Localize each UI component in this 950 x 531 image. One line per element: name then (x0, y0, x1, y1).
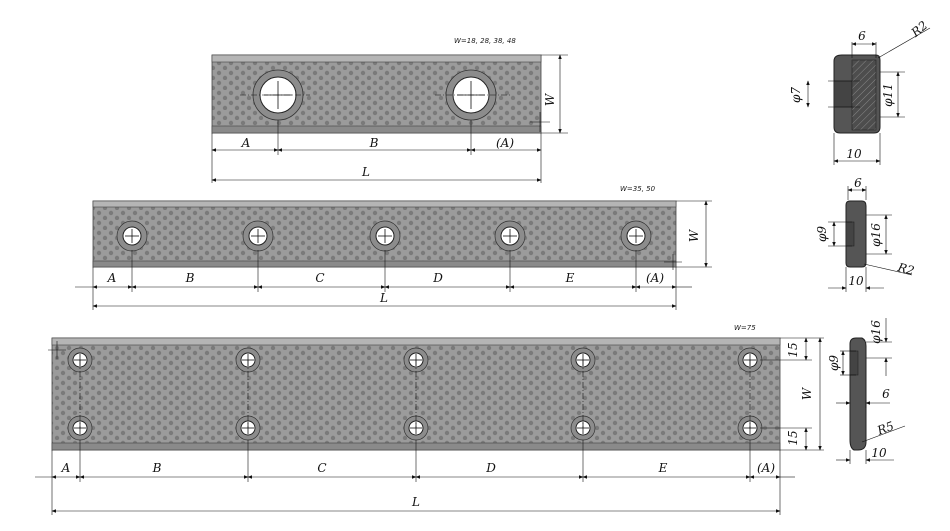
plate-2-dim-d: D (432, 271, 443, 285)
plate-3-dim-d: D (485, 461, 496, 475)
plate-2-dim-l: L (379, 291, 388, 305)
plate-3-dim-15-bottom: 15 (786, 430, 800, 445)
plate-1-width-note: W=18, 28, 38, 48 (454, 37, 516, 45)
cross-section-1: φ7 φ11 6 R2 10 (789, 18, 930, 165)
section-1-hole: φ7 (789, 87, 803, 103)
section-3-outer: φ16 (869, 320, 883, 344)
section-3-width: 6 (882, 387, 890, 401)
plate-3-dim-15-top: 15 (786, 342, 800, 357)
section-3-radius: R5 (874, 419, 895, 438)
section-2-width: 6 (854, 176, 862, 190)
plate-3-dim-b: B (152, 461, 162, 475)
section-1-radius: R2 (908, 18, 931, 40)
plate-2-dim-e: E (565, 271, 575, 285)
section-2-hole: φ9 (815, 226, 829, 242)
plate-2: A B C D E (A) L W W=35, 50 (75, 185, 712, 310)
plate-3-dim-c: C (317, 461, 326, 475)
plate-1-dim-b: B (369, 136, 379, 150)
plate-3: A B C D E (A) L 15 15 W W=75 (35, 324, 824, 515)
section-1-depth: 10 (846, 147, 862, 161)
plate-1-dim-l: L (361, 165, 370, 179)
section-3-depth: 10 (871, 446, 887, 460)
section-1-width: 6 (858, 29, 866, 43)
cross-section-2: φ9 φ16 6 R2 10 (815, 176, 916, 292)
plate-1-dim-a-ref: (A) (496, 136, 514, 150)
section-2-outer: φ16 (869, 223, 883, 247)
plate-1-dim-w: W (543, 92, 557, 106)
plate-1: A B (A) L W W=18, 28, 38, 48 (211, 37, 568, 183)
plate-2-holes (116, 220, 652, 252)
plate-2-width-note: W=35, 50 (620, 185, 656, 193)
section-2-radius: R2 (895, 260, 916, 278)
plate-2-dim-b: B (185, 271, 195, 285)
plate-3-dim-e: E (658, 461, 668, 475)
section-3-hole: φ9 (827, 355, 841, 371)
plate-1-dim-a: A (241, 136, 251, 150)
plate-2-dim-a-ref: (A) (646, 271, 664, 285)
cross-section-3: φ9 φ16 6 R5 10 (827, 318, 906, 464)
plate-3-dim-w: W (800, 386, 814, 400)
plate-3-dim-a-ref: (A) (757, 461, 775, 475)
plate-2-dim-a: A (107, 271, 117, 285)
plate-3-dim-l: L (411, 495, 420, 509)
plate-2-dim-c: C (315, 271, 324, 285)
plate-2-dim-w: W (687, 228, 701, 242)
section-1-outer: φ11 (881, 83, 895, 107)
plate-3-width-note: W=75 (734, 324, 756, 332)
plate-3-dim-a: A (61, 461, 71, 475)
section-2-depth: 10 (848, 274, 864, 288)
